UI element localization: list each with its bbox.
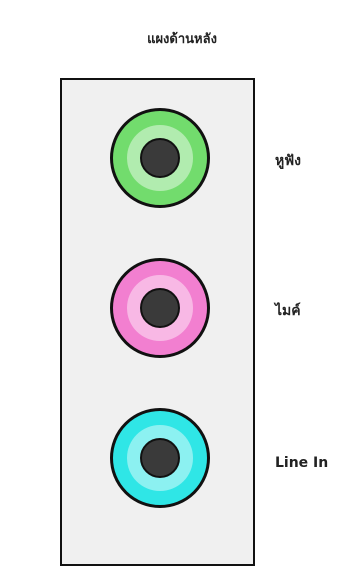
headphone-jack xyxy=(110,108,210,208)
panel-title: แผงด้านหลัง xyxy=(0,28,364,49)
headphone-label: หูฟัง xyxy=(275,150,301,172)
mic-label: ไมค์ xyxy=(275,300,301,322)
line-in-jack xyxy=(110,408,210,508)
line-in-label: Line In xyxy=(275,455,328,471)
rear-panel xyxy=(60,78,255,566)
mic-jack xyxy=(110,258,210,358)
